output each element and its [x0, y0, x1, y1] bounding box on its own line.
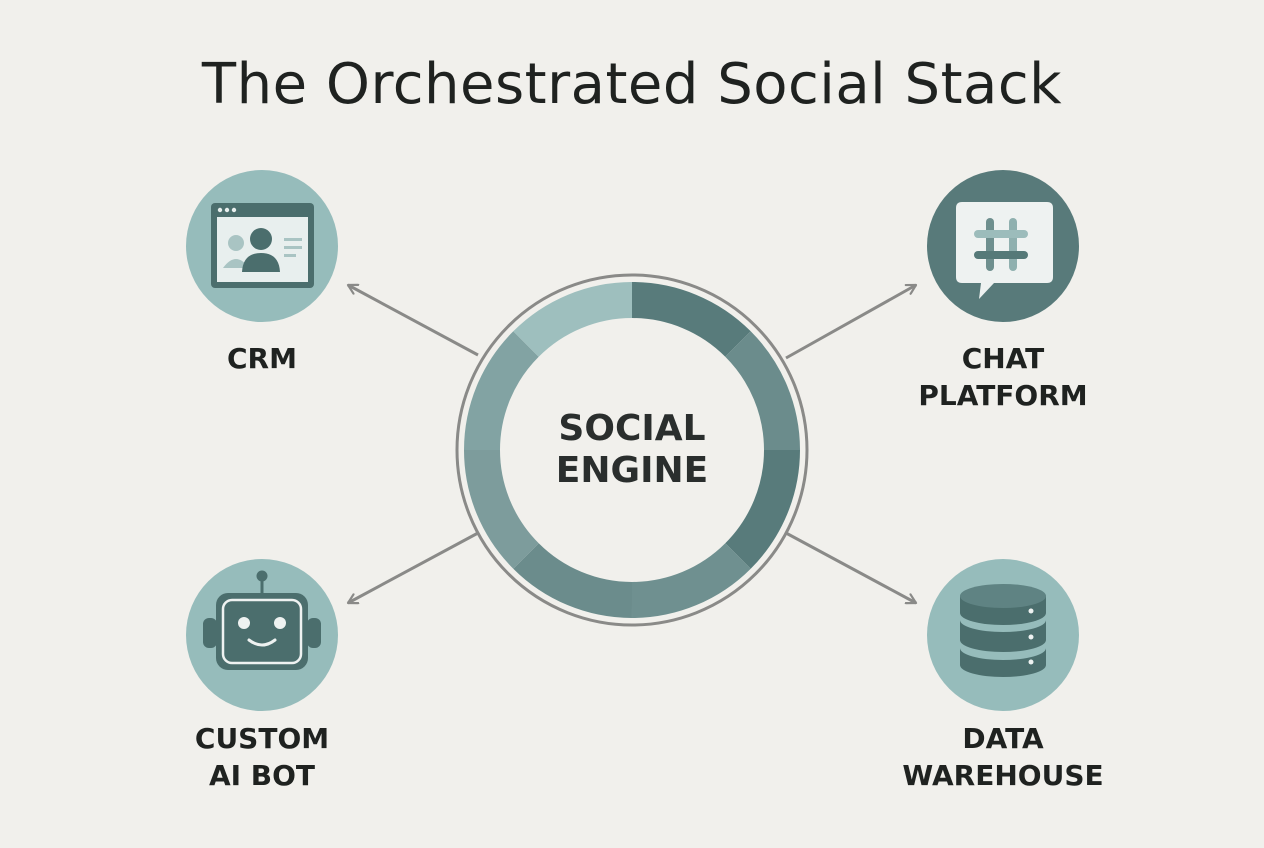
crm-window-icon: [211, 203, 314, 288]
chat-label-line1: CHAT: [961, 342, 1045, 375]
hub-label-line2: ENGINE: [555, 450, 709, 491]
chat-platform-node: [927, 170, 1079, 322]
arrow-to-crm: [348, 283, 479, 357]
robot-icon: [203, 570, 321, 670]
database-icon: [960, 584, 1046, 677]
warehouse-label-line2: WAREHOUSE: [902, 759, 1104, 792]
bot-label-line2: AI BOT: [208, 759, 316, 792]
arrow-to-bot: [348, 531, 479, 605]
chat-bubble-icon: [956, 202, 1053, 299]
hub-label: SOCIAL ENGINE: [482, 408, 782, 492]
bot-label-line1: CUSTOM: [194, 722, 330, 755]
custom-ai-bot-node: [186, 559, 338, 711]
data-warehouse-node: [927, 559, 1079, 711]
hashtag-logo-icon: [974, 218, 1028, 271]
chat-platform-label: CHAT PLATFORM: [878, 340, 1128, 414]
page-title: The Orchestrated Social Stack: [201, 52, 1063, 117]
hub-outer-ring: [455, 273, 809, 627]
arrow-to-chat: [785, 283, 916, 360]
social-engine-hub: [455, 273, 809, 627]
custom-ai-bot-label: CUSTOM AI BOT: [137, 720, 387, 794]
warehouse-label-line1: DATA: [962, 722, 1044, 755]
hub-label-line1: SOCIAL: [558, 408, 706, 449]
crm-node: [186, 170, 338, 322]
chat-label-line2: PLATFORM: [918, 379, 1088, 412]
hub-segmented-ring: [464, 282, 800, 618]
data-warehouse-label: DATA WAREHOUSE: [878, 720, 1128, 794]
arrow-to-warehouse: [785, 531, 916, 605]
crm-label: CRM: [162, 340, 362, 377]
crm-label-text: CRM: [227, 342, 297, 375]
